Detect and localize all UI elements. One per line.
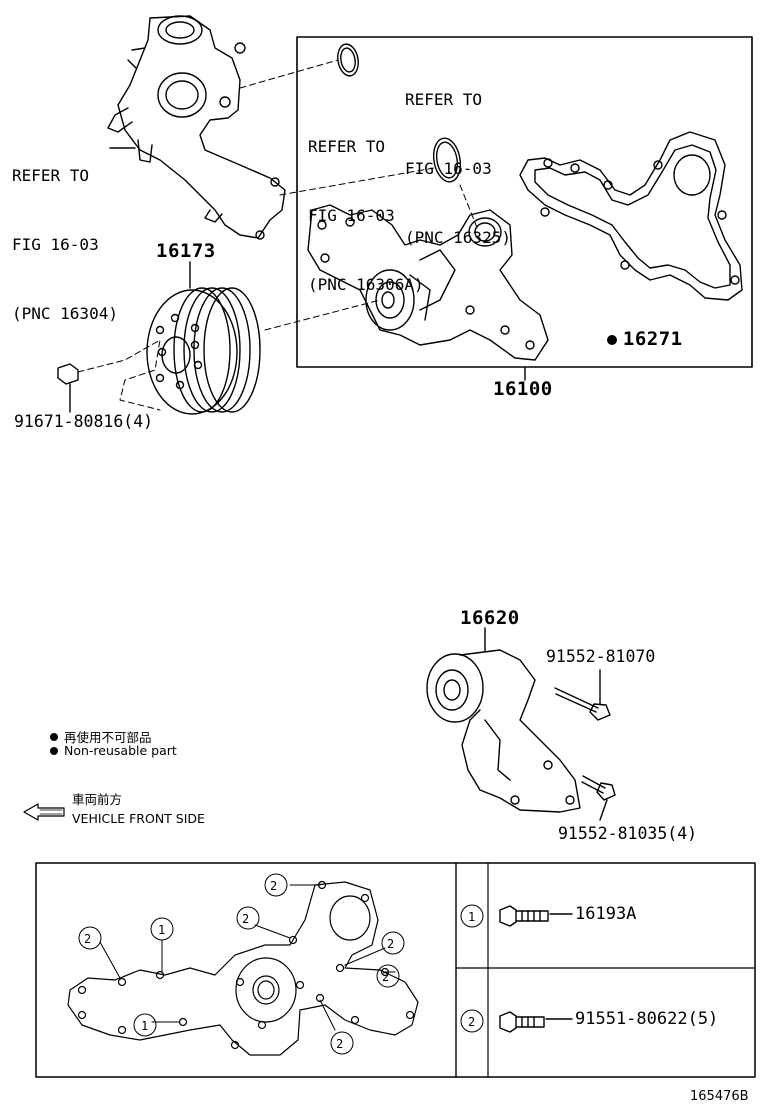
part-91552-81070-label: 91552-81070 [546, 647, 656, 666]
callout-circle [150, 917, 174, 941]
idler-pulley-bracket [426, 649, 581, 813]
o-ring-upper [337, 43, 359, 77]
callout-circle [78, 926, 102, 950]
ref-16304: REFER TO FIG 16-03 (PNC 16304) [12, 166, 118, 323]
callout-circle [236, 906, 260, 930]
water-pump-pulley [146, 287, 261, 415]
callout-number: 2 [387, 937, 395, 951]
o-ring-lower [432, 137, 462, 183]
water-inlet-housing [107, 15, 286, 240]
bolt-table-box [35, 862, 756, 1078]
callout-number: 2 [242, 912, 250, 926]
callout-number: 2 [270, 879, 278, 893]
part-16100-label: 16100 [493, 378, 553, 400]
idler-bolt-short [581, 775, 616, 801]
callout-circle [381, 931, 405, 955]
callout-number: 2 [336, 1037, 344, 1051]
ref-16306a: REFER TO FIG 16-03 (PNC 16306A) [308, 137, 424, 294]
non-reusable-dot-icon [50, 732, 58, 741]
table-row-num: 1 [468, 910, 476, 924]
part-16173-label: 16173 [156, 240, 216, 262]
water-pump-gasket [519, 131, 743, 301]
callout-number: 2 [382, 970, 390, 984]
part-91552-81035-label: 91552-81035(4) [558, 824, 698, 843]
non-reusable-dot-icon [606, 334, 617, 345]
legend-nonreuse-en: Non-reusable part [50, 743, 177, 758]
water-pump-group-box [296, 36, 753, 368]
part-16271-label: 16271 [583, 306, 683, 350]
callout-number: 1 [158, 923, 166, 937]
legend-front-en: VEHICLE FRONT SIDE [72, 811, 205, 826]
table-row-part: 91551-80622(5) [575, 1009, 719, 1029]
table-row-num: 2 [468, 1015, 476, 1029]
figure-id: 165476B [690, 1089, 749, 1104]
water-pump [307, 204, 549, 361]
callout-circle [376, 964, 400, 988]
callout-circle [264, 873, 288, 897]
part-91671-label: 91671-80816(4) [14, 412, 154, 431]
callout-circle [330, 1031, 354, 1055]
legend-nonreuse-ja: 再使用不可部品 [50, 727, 152, 746]
legend-front-ja: 車両前方 [72, 792, 123, 807]
part-16620-label: 16620 [460, 607, 520, 629]
callout-circle [133, 1013, 157, 1037]
callout-number: 2 [84, 932, 92, 946]
non-reusable-dot-icon [50, 746, 58, 755]
front-arrow-icon [23, 803, 65, 821]
callout-number: 1 [141, 1019, 149, 1033]
ref-16325: REFER TO FIG 16-03 (PNC 16325) [405, 90, 511, 247]
table-row-part: 16193A [575, 904, 637, 924]
idler-bolt-long [554, 687, 611, 721]
pulley-bolt [57, 363, 79, 409]
bolt-91551-icon [499, 1011, 573, 1033]
bolt-16193a-icon [499, 905, 573, 927]
